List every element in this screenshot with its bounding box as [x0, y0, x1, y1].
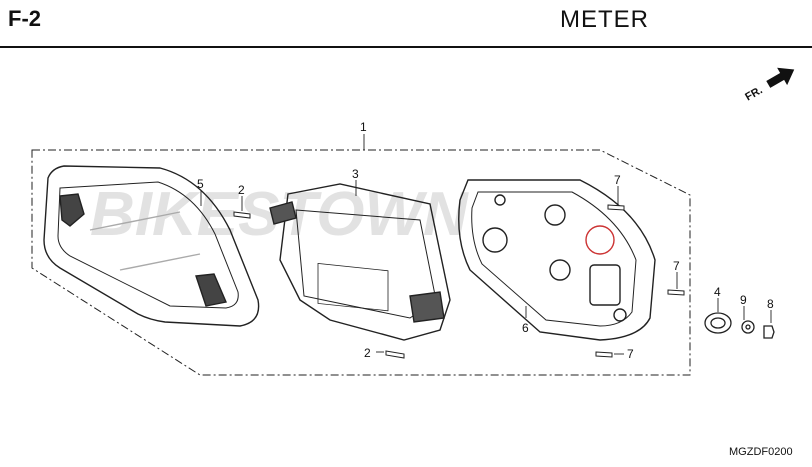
diagram-code: MGZDF0200: [729, 446, 793, 458]
page-title: METER: [560, 6, 649, 33]
meter-rear-case: [458, 179, 656, 341]
callout-2a: 2: [238, 183, 245, 197]
callout-8: 8: [767, 297, 774, 311]
front-label: FR.: [743, 84, 764, 103]
callout-4: 4: [714, 285, 721, 299]
callout-9: 9: [740, 293, 747, 307]
callout-1: 1: [360, 120, 367, 134]
meter-display-unit: [269, 183, 451, 341]
screw-part: [763, 325, 775, 339]
callout-7a: 7: [614, 173, 621, 187]
meter-lens: [43, 165, 260, 327]
leader-lines: [200, 134, 772, 355]
callout-7b: 7: [673, 259, 680, 273]
front-direction-indicator: FR.: [743, 67, 795, 104]
socket-part: [704, 312, 732, 334]
header-divider: [0, 46, 812, 48]
arrow-icon: [766, 67, 795, 88]
assembly-outline: [31, 149, 691, 376]
section-code: F-2: [8, 6, 41, 31]
callout-labels: 1 2 3 5 6 7 7 7 8 9 4 2: [197, 120, 774, 361]
callout-7c: 7: [627, 347, 634, 361]
callout-2b: 2: [364, 346, 371, 360]
callout-3: 3: [352, 167, 359, 181]
callout-5: 5: [197, 177, 204, 191]
screw-set: [233, 204, 685, 359]
callout-6: 6: [522, 321, 529, 335]
washer-part: [741, 320, 755, 334]
